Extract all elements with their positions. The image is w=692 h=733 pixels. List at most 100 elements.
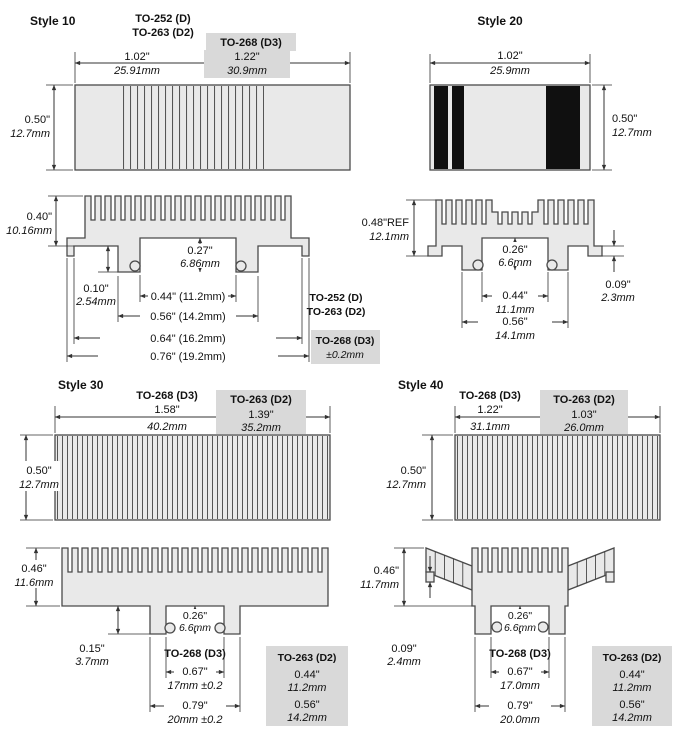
s30-foot-height-inch: 0.15": [79, 643, 104, 655]
s40-top-view-fins: [457, 436, 658, 519]
s40-widthB-mm: 26.0mm: [563, 422, 604, 434]
s30-foot-height-dim: 0.15" 3.7mm: [75, 605, 150, 668]
s40-d2box-b2-inch: 0.56": [619, 699, 644, 711]
style30-section: Style 30 TO-268 (D3) 1.58" 40.2mm TO-263…: [10, 378, 348, 726]
s40-d2box-highlight: [592, 646, 672, 726]
s10-row12-pkg-label2: TO-263 (D2): [307, 306, 366, 318]
s10-row34-pkg-label: TO-268 (D3): [316, 335, 375, 347]
style40-section: Style 40 TO-268 (D3) 1.22" 31.1mm TO-263…: [360, 378, 672, 726]
s20-width-inch: 1.02": [497, 50, 522, 62]
s30-dim-row1-mm: 17mm ±0.2: [168, 680, 223, 692]
s10-width1-mm: 25.91mm: [113, 65, 160, 77]
s40-foot-height-dim: 0.09" 2.4mm: [386, 556, 433, 668]
s10-dim-row1: 0.44" (11.2mm): [151, 291, 226, 303]
s30-dim-row1-inch: 0.67": [182, 666, 207, 678]
s30-pkgB-label: TO-263 (D2): [230, 394, 292, 406]
style20-title: Style 20: [477, 14, 523, 28]
s10-left-foot: [129, 260, 141, 272]
s10-profile-height-inch: 0.40": [27, 211, 52, 223]
s30-height-inch: 0.50": [26, 465, 51, 477]
s10-pkg-to268-label: TO-268 (D3): [220, 37, 282, 49]
s10-profile-height-dim: 0.40" 10.16mm: [6, 195, 83, 247]
s20-height-inch: 0.50": [612, 113, 637, 125]
s30-profile-height-dim: 0.46" 11.6mm: [10, 547, 60, 607]
s30-dim-row2-mm: 20mm ±0.2: [167, 714, 223, 726]
s30-bottom-dims: TO-268 (D3) 0.67" 17mm ±0.2 0.79" 20mm ±…: [149, 637, 348, 726]
s20-cavity-mm: 6.6mm: [498, 257, 532, 269]
style10-title: Style 10: [30, 14, 76, 28]
s20-cross-section-profile: [427, 199, 603, 271]
s30-cavity-dim: 0.26" 6.6mm: [176, 605, 214, 635]
s20-profile-height-inch: 0.48"REF: [362, 217, 410, 229]
s40-profile-height-inch: 0.46": [374, 565, 399, 577]
s20-foot-height-mm: 2.3mm: [600, 292, 635, 304]
s30-d2box-b1-inch: 0.44": [294, 669, 319, 681]
s20-width-mm: 25.9mm: [489, 65, 530, 77]
s30-cavity-mm: 6.6mm: [179, 622, 211, 634]
s40-height-dim: 0.50" 12.7mm: [386, 434, 453, 521]
s40-d2box-b2-mm: 14.2mm: [612, 712, 652, 724]
s20-dim-row1-mm: 11.1mm: [496, 304, 535, 316]
s10-height-mm: 12.7mm: [10, 128, 50, 140]
s40-bottom-dims: TO-268 (D3) 0.67" 17.0mm 0.79" 20.0mm TO…: [474, 637, 672, 726]
style30-title: Style 30: [58, 378, 104, 392]
s30-height-mm: 12.7mm: [19, 479, 59, 491]
s10-cross-section-profile: [66, 195, 310, 273]
s20-dim-row2-mm: 14.1mm: [495, 330, 535, 342]
s10-foot-height-mm: 2.54mm: [75, 296, 116, 308]
s20-black-band-3: [546, 86, 580, 169]
s40-foot-height-inch: 0.09": [391, 643, 416, 655]
s40-d2box-b1-mm: 11.2mm: [613, 682, 652, 694]
s10-width2-highlight: [204, 50, 290, 78]
s30-d2box-highlight: [266, 646, 348, 726]
s30-top-view-fins: [57, 436, 328, 519]
s10-foot-height-dim: 0.10" 2.54mm: [75, 245, 118, 308]
s10-row12-pkg-label1: TO-252 (D): [310, 292, 363, 304]
s10-foot-height-inch: 0.10": [83, 283, 108, 295]
s30-pkgA-label: TO-268 (D3): [136, 390, 198, 402]
s30-height-dim: 0.50" 12.7mm: [18, 434, 60, 521]
s40-profile-height-dim: 0.46" 11.7mm: [360, 547, 472, 607]
s20-height-mm: 12.7mm: [612, 127, 652, 139]
s30-row-pkg-label: TO-268 (D3): [164, 648, 226, 660]
s40-widthB-inch: 1.03": [571, 409, 596, 421]
s40-right-foot: [537, 621, 549, 633]
s10-row34-highlight: [311, 330, 380, 364]
s30-d2box-label: TO-263 (D2): [278, 652, 337, 664]
s40-pkgB-highlight: [540, 390, 628, 434]
s40-dim-row2-inch: 0.79": [507, 700, 532, 712]
s10-row34-tolerance: ±0.2mm: [326, 349, 364, 361]
s40-d2box-label: TO-263 (D2): [603, 652, 662, 664]
s20-cavity-dim: 0.26" 6.6mm: [494, 237, 536, 271]
s40-right-wing: [567, 547, 615, 591]
s30-cavity-inch: 0.26": [183, 610, 207, 622]
s30-top-width-dim: 1.58" 40.2mm TO-263 (D2) 1.39" 35.2mm: [54, 390, 331, 434]
s10-cavity-mm: 6.86mm: [180, 258, 220, 270]
s30-widthB-inch: 1.39": [248, 409, 273, 421]
s10-cavity-dim: 0.27" 6.86mm: [176, 237, 224, 273]
s40-cavity-mm: 6.6mm: [504, 622, 536, 634]
s20-black-band-1: [434, 86, 448, 169]
s40-d2box-b1-inch: 0.44": [619, 669, 644, 681]
s20-right-foot: [546, 259, 558, 271]
s30-cross-section-profile: [61, 547, 329, 635]
s30-d2box-b2-inch: 0.56": [294, 699, 319, 711]
s30-d2box-b2-mm: 14.2mm: [287, 712, 327, 724]
s20-profile-height-dim: 0.48"REF 12.1mm: [362, 199, 436, 257]
s10-profile-height-mm: 10.16mm: [6, 225, 52, 237]
s30-widthB-mm: 35.2mm: [241, 422, 281, 434]
s10-bottom-dims: 0.44" (11.2mm) 0.56" (14.2mm) TO-252 (D)…: [66, 258, 380, 364]
s40-cavity-dim: 0.26" 6.6mm: [502, 605, 538, 635]
s40-height-inch: 0.50": [401, 465, 426, 477]
s40-cavity-inch: 0.26": [508, 610, 532, 622]
s20-foot-height-dim: 0.09" 2.3mm: [600, 230, 635, 304]
s40-left-wing-foot: [425, 571, 435, 583]
s40-row-pkg-label: TO-268 (D3): [489, 648, 551, 660]
s40-foot-height-mm: 2.4mm: [386, 656, 421, 668]
s40-profile-height-mm: 11.7mm: [360, 579, 399, 591]
s10-top-width-dim: 1.02" 25.91mm 1.22" 30.9mm: [74, 50, 351, 83]
s10-height-dim: 0.50" 12.7mm: [10, 84, 73, 171]
s10-right-foot: [235, 260, 247, 272]
s10-dim-row4: 0.76" (19.2mm): [150, 351, 225, 363]
